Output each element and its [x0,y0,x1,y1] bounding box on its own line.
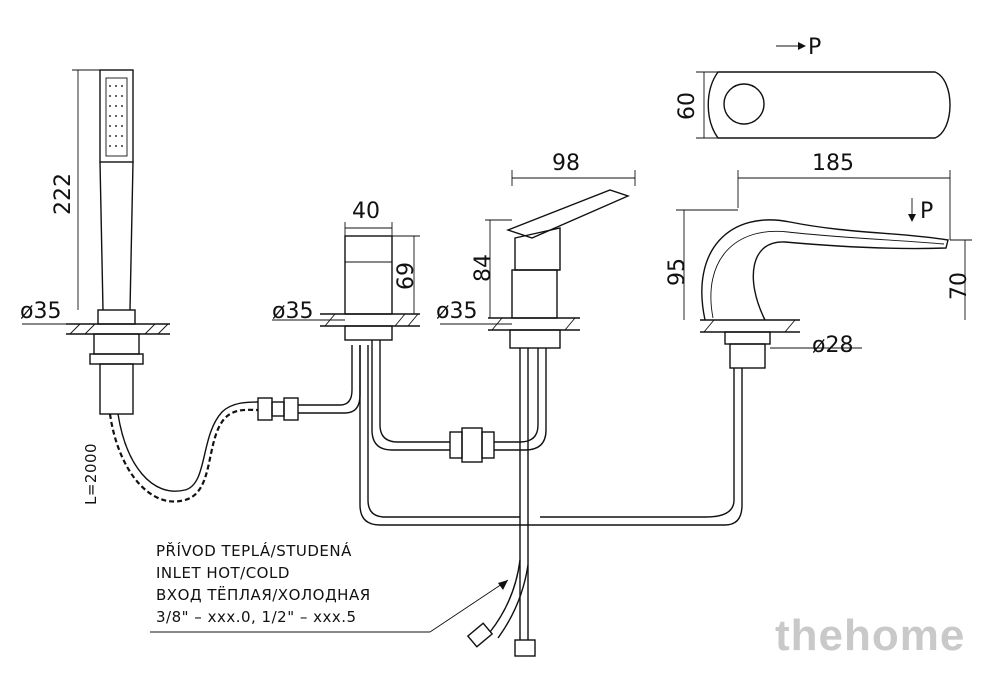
dim-mixer-height: 84 [471,254,496,282]
spout-pressure-arrow-label: P [920,199,933,224]
dim-spout-height: 95 [665,258,690,286]
watermark-logo: thehome [775,611,965,660]
dim-diverter-height: 69 [394,262,419,290]
dim-spout-dia: ø28 [812,333,853,358]
plate-pressure-arrow-label: P [808,35,821,60]
diverter: 40 69 ø35 [272,199,420,341]
dim-diverter-width: 40 [352,199,380,224]
shower-nozzles [109,85,123,147]
dim-spout-outlet-height: 70 [947,272,972,300]
hand-shower: 222 ø35 L=2000 [20,69,170,505]
dim-shower-dia: ø35 [20,299,61,324]
dim-mixer-dia: ø35 [436,299,477,324]
note-line-4: 3/8" – xxx.0, 1/2" – xxx.5 [156,608,357,626]
note-line-3: ВХОД ТЁПЛАЯ/ХОЛОДНАЯ [156,585,371,604]
dim-shower-height: 222 [51,173,76,215]
note-line-2: INLET HOT/COLD [156,564,290,582]
dim-spout-length: 185 [812,151,854,176]
dim-hose-length: L=2000 [82,443,100,505]
spout: 185 95 70 P ø28 [665,151,972,369]
shower-hose [108,345,361,503]
note-line-1: PŘÍVOD TEPLÁ/STUDENÁ [156,541,352,560]
plate-top-view: 60 P [675,35,951,139]
dim-mixer-width: 98 [552,151,580,176]
inlet-note: PŘÍVOD TEPLÁ/STUDENÁ INLET HOT/COLD ВХОД… [150,541,509,633]
mixer: 98 84 ø35 [436,151,636,349]
supply-pipes [359,340,743,657]
dim-plate-height: 60 [675,92,700,120]
